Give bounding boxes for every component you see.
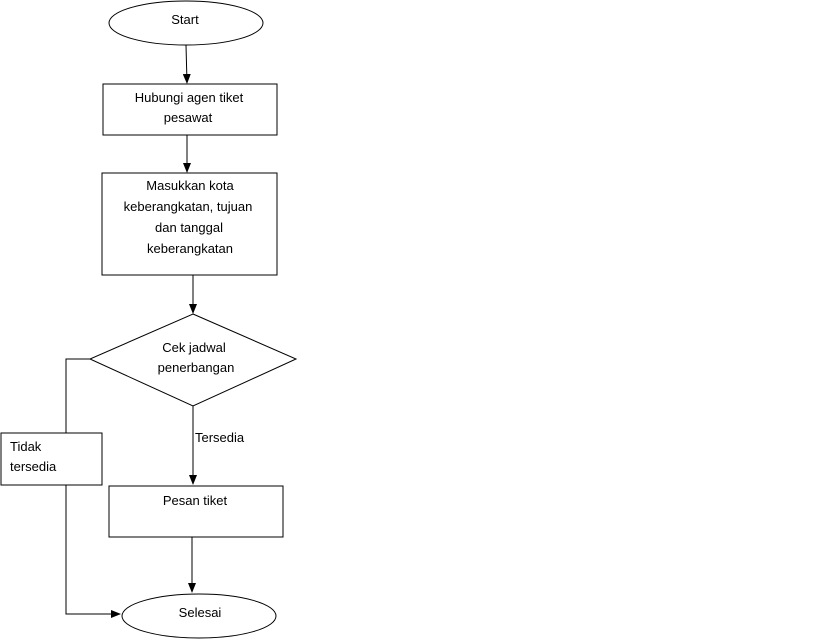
branch-not-available-line2: tersedia [10,459,57,474]
branch-available-label: Tersedia [195,430,245,445]
process-contact-agent-line1: Hubungi agen tiket [135,90,244,105]
branch-not-available-box [0,432,103,486]
decision-check-schedule-line1: Cek jadwal [162,340,226,355]
process-enter-details-line4: keberangkatan [147,241,233,256]
decision-check-schedule-line2: penerbangan [158,360,235,375]
process-enter-details-line2: keberangkatan, tujuan [124,199,253,214]
process-enter-details-line1: Masukkan kota [146,178,234,193]
process-order-ticket [108,485,284,538]
start-label: Start [171,12,199,27]
process-contact-agent [102,83,278,136]
branch-not-available-line [65,358,121,618]
end-terminal [121,593,277,639]
process-enter-details [101,172,278,276]
process-order-ticket-label: Pesan tiket [163,493,228,508]
arrow-start-to-contact [182,44,191,84]
process-contact-agent-line2: pesawat [164,110,213,125]
process-enter-details-line3: dan tanggal [155,220,223,235]
branch-not-available-line1: Tidak [10,439,42,454]
end-label: Selesai [179,605,222,620]
